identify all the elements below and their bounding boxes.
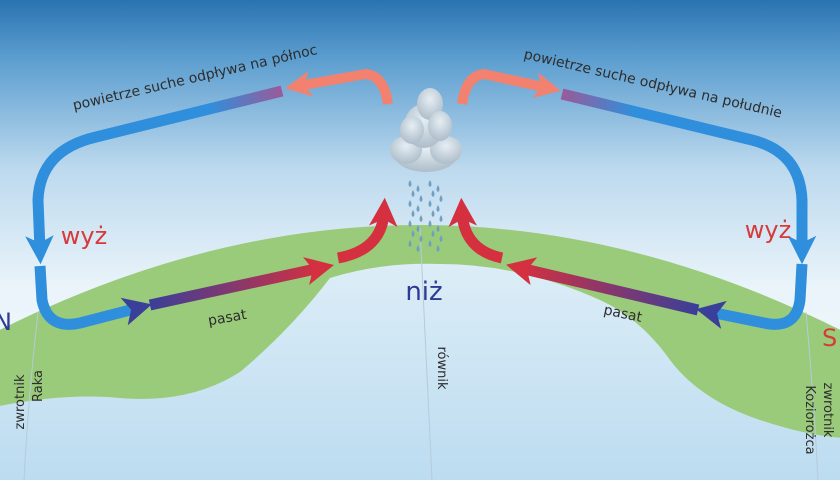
- upper-outflow-left-arrow: [285, 68, 393, 105]
- meridian-line: [805, 311, 819, 480]
- rain-drop: [439, 195, 443, 202]
- rain-drop: [436, 205, 440, 212]
- equator-label: równik: [434, 346, 449, 389]
- rain-drop: [416, 205, 420, 212]
- rain-drop: [428, 240, 432, 247]
- rain-drop: [411, 190, 415, 197]
- meridian-line: [419, 227, 433, 480]
- rain-drop: [431, 230, 435, 237]
- rain-drop: [416, 225, 420, 232]
- rain-drop: [436, 225, 440, 232]
- upper-outflow-right-arrow: [457, 68, 561, 105]
- rain-drop: [436, 245, 440, 252]
- rain-drop: [416, 245, 420, 252]
- rain-drop: [439, 235, 443, 242]
- rain-drop: [419, 235, 423, 242]
- descending-air-right-arrow: [695, 263, 808, 330]
- tropic-cancer-label-2: Raka: [31, 370, 46, 402]
- tropic-capricorn-label-1: zwrotnik: [820, 383, 835, 438]
- edge-left-label: N: [0, 308, 12, 336]
- tropic-capricorn-label-2: Koziorożca: [802, 385, 817, 454]
- air-flow-south-arrow: [560, 88, 817, 265]
- descending-air-left-arrow: [34, 265, 152, 330]
- rain-drop: [419, 195, 423, 202]
- edge-right-label: S: [822, 324, 837, 352]
- rain-drop: [428, 180, 432, 187]
- rain-drop: [411, 210, 415, 217]
- trade-wind-left-label: pasat: [207, 307, 249, 330]
- meridian-line: [23, 311, 39, 480]
- low-pressure-label: niż: [405, 277, 442, 307]
- trade-wind-left-arrow: [148, 257, 334, 311]
- tropic-cancer-label-1: zwrotnik: [13, 374, 28, 429]
- rain-drop: [431, 210, 435, 217]
- cloud-icon: [390, 88, 462, 172]
- rain-drop: [431, 190, 435, 197]
- rain-drop: [416, 185, 420, 192]
- rising-air-right-arrow: [448, 197, 504, 264]
- rising-air-left-arrow: [336, 197, 398, 264]
- rain-drop: [408, 240, 412, 247]
- earth-ocean: [0, 263, 840, 480]
- rain-drop: [439, 215, 443, 222]
- rain-drop: [419, 215, 423, 222]
- rain-drops-icon: [408, 180, 443, 252]
- rain-drop: [436, 185, 440, 192]
- rain-drop: [428, 220, 432, 227]
- rain-drop: [408, 220, 412, 227]
- rain-drop: [408, 200, 412, 207]
- rain-drop: [408, 180, 412, 187]
- rain-drop: [411, 230, 415, 237]
- air-flow-north-arrow: [25, 85, 284, 265]
- high-pressure-left-label: wyż: [61, 222, 107, 250]
- high-pressure-right-label: wyż: [745, 216, 791, 244]
- trade-wind-right-arrow: [506, 257, 700, 316]
- rain-drop: [428, 200, 432, 207]
